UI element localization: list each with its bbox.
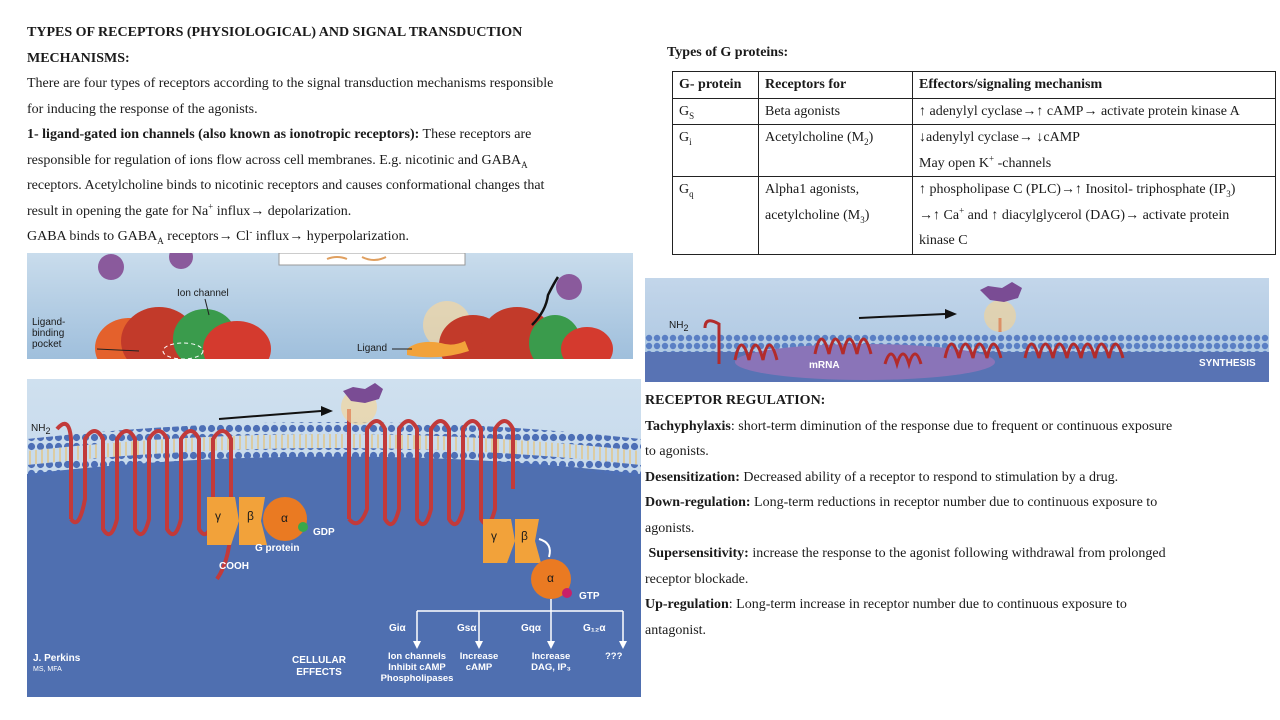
gpcr-alpha-active: α bbox=[547, 571, 554, 585]
down-regulation-line2: agonists. bbox=[645, 520, 695, 536]
lgic-heading: 1- ligand-gated ion channels (also known… bbox=[27, 127, 420, 142]
ion-channel-illustration bbox=[27, 253, 633, 359]
gpcr-illustration bbox=[27, 379, 641, 697]
header-receptors: Receptors for bbox=[758, 71, 913, 99]
cell-gi-name: Gi bbox=[672, 124, 759, 177]
cell-gq-effect: ↑ phospholipase C (PLC)→↑ Inositol- trip… bbox=[912, 176, 1276, 255]
gpcr-label-g12a: G₁₂α bbox=[583, 623, 606, 634]
cell-gs-name: GS bbox=[672, 97, 759, 125]
gpcr-label-gqa: Gqα bbox=[521, 623, 542, 634]
ion-channel-figure: Ion channel Ligand- binding pocket Ligan… bbox=[27, 253, 633, 359]
label-nh2: NH2 bbox=[669, 320, 689, 333]
lgic-line4: result in opening the gate for Na+ influ… bbox=[27, 200, 352, 219]
gpcr-label-gia: Giα bbox=[389, 623, 406, 634]
gpcr-label-nh2: NH2 bbox=[31, 423, 51, 436]
cell-gs-receptor: Beta agonists bbox=[758, 97, 913, 125]
up-regulation-line2: antagonist. bbox=[645, 622, 707, 638]
gpcr-label-gtp: GTP bbox=[579, 591, 600, 602]
supersensitivity-line: Supersensitivity: increase the response … bbox=[648, 546, 1166, 561]
intro-paragraph-line2: for inducing the response of the agonist… bbox=[27, 101, 258, 117]
gpcr-label-gsa: Gsα bbox=[457, 623, 477, 634]
table-row-gq: Gq Alpha1 agonists, acetylcholine (M3) ↑… bbox=[672, 176, 1276, 255]
gpcr-label-cooh: COOH bbox=[219, 561, 249, 572]
down-regulation-line: Down-regulation: Long-term reductions in… bbox=[645, 495, 1158, 510]
receptor-regulation-block: RECEPTOR REGULATION: Tachyphylaxis: shor… bbox=[645, 388, 1255, 643]
cell-gq-name: Gq bbox=[672, 176, 759, 255]
section-title: TYPES OF RECEPTORS (PHYSIOLOGICAL) AND S… bbox=[27, 25, 523, 40]
label-ligand: Ligand bbox=[357, 343, 388, 354]
gpcr-beta-active: β bbox=[521, 529, 528, 543]
cell-gq-receptor: Alpha1 agonists, acetylcholine (M3) bbox=[758, 176, 913, 255]
gaba-line: GABA binds to GABAA receptors→ Cl- influ… bbox=[27, 226, 410, 246]
header-gprotein: G- protein bbox=[672, 71, 759, 99]
gpcr-label-g-protein: G protein bbox=[255, 543, 300, 554]
gpcr-effect-gs: Increase cAMP bbox=[459, 651, 499, 673]
gpcr-artist-credit: J. Perkins MS, MFA bbox=[33, 653, 81, 673]
lgic-paragraph: 1- ligand-gated ion channels (also known… bbox=[27, 127, 532, 142]
header-effectors: Effectors/signaling mechanism bbox=[912, 71, 1276, 99]
gprotein-table-title: Types of G proteins: bbox=[667, 45, 789, 60]
lgic-line2: responsible for regulation of ions flow … bbox=[27, 152, 528, 170]
supersensitivity-line2: receptor blockade. bbox=[645, 571, 749, 587]
cell-gi-receptor: Acetylcholine (M2) bbox=[758, 124, 913, 177]
gpcr-effect-gq: Increase DAG, IP₃ bbox=[531, 651, 571, 673]
gpcr-figure: NH2 COOH γ β α GDP G protein γ β α GTP G… bbox=[27, 379, 641, 697]
cell-gi-effect: ↓adenylyl cyclase→ ↓cAMP May open K+ -ch… bbox=[912, 124, 1276, 177]
gpcr-effect-gi: Ion channels Inhibit cAMP Phospholipases bbox=[380, 651, 454, 684]
cell-gs-effect: ↑ adenylyl cyclase→↑ cAMP→ activate prot… bbox=[912, 97, 1276, 125]
label-mrna: mRNA bbox=[809, 360, 840, 371]
section-title-cont: MECHANISMS: bbox=[27, 50, 130, 66]
label-ion-channel: Ion channel bbox=[177, 288, 229, 299]
table-row-gs: GS Beta agonists ↑ adenylyl cyclase→↑ cA… bbox=[672, 97, 1276, 125]
label-ligand-binding-pocket: Ligand- binding pocket bbox=[32, 317, 66, 350]
table-header-row: G- protein Receptors for Effectors/signa… bbox=[672, 71, 1276, 99]
gpcr-alpha-inactive: α bbox=[281, 511, 288, 525]
gpcr-gamma-inactive: γ bbox=[215, 509, 221, 523]
gprotein-table: G- protein Receptors for Effectors/signa… bbox=[672, 71, 1276, 255]
synthesis-illustration bbox=[645, 278, 1269, 382]
regulation-title: RECEPTOR REGULATION: bbox=[645, 393, 826, 408]
left-text-block: TYPES OF RECEPTORS (PHYSIOLOGICAL) AND S… bbox=[27, 20, 617, 250]
up-regulation-line: Up-regulation: Long-term increase in rec… bbox=[645, 597, 1127, 612]
lgic-line3: receptors. Acetylcholine binds to nicoti… bbox=[27, 178, 545, 193]
tachyphylaxis-line: Tachyphylaxis: short-term diminution of … bbox=[645, 418, 1173, 434]
intro-paragraph: There are four types of receptors accord… bbox=[27, 76, 554, 91]
gpcr-cellular-effects: CELLULAR EFFECTS bbox=[292, 655, 346, 678]
label-synthesis: SYNTHESIS bbox=[1199, 358, 1256, 369]
gpcr-effect-g12: ??? bbox=[605, 651, 623, 662]
gpcr-gamma-active: γ bbox=[491, 529, 497, 543]
gpcr-beta-inactive: β bbox=[247, 509, 254, 523]
tachyphylaxis-line2: to agonists. bbox=[645, 444, 709, 459]
table-row-gi: Gi Acetylcholine (M2) ↓adenylyl cyclase→… bbox=[672, 124, 1276, 177]
gpcr-label-gdp: GDP bbox=[313, 527, 335, 538]
receptor-synthesis-figure: NH2 mRNA SYNTHESIS bbox=[645, 278, 1269, 382]
desensitization-line: Desensitization: Decreased ability of a … bbox=[645, 469, 1119, 485]
